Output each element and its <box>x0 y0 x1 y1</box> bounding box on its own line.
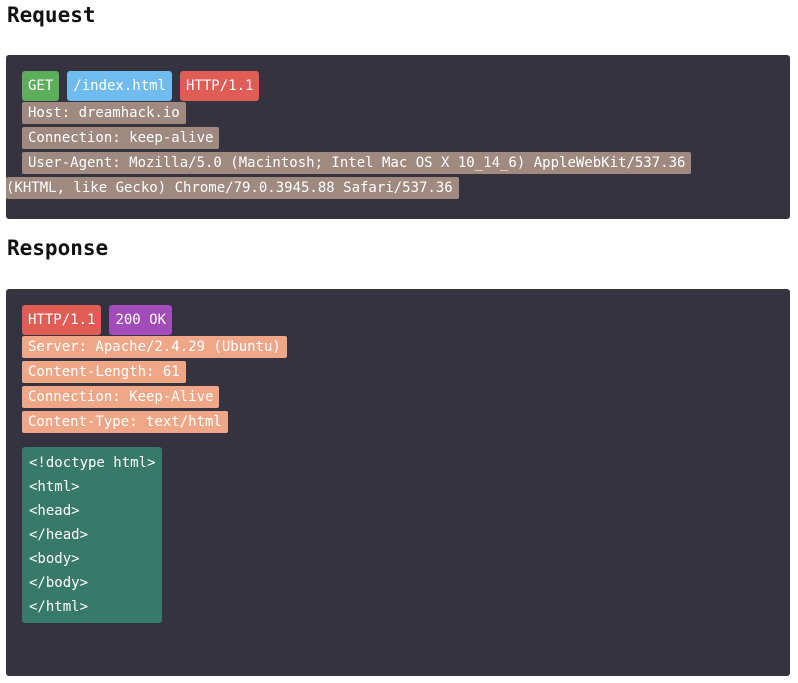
body-line: </body> <box>29 575 89 591</box>
response-header-content-length: Content-Length: 61 <box>22 361 186 383</box>
response-header-content-type: Content-Type: text/html <box>22 411 228 433</box>
body-line: </head> <box>29 527 89 543</box>
request-line: GET /index.html HTTP/1.1 <box>22 71 774 101</box>
body-line: <!doctype html> <box>29 455 156 471</box>
request-version-badge: HTTP/1.1 <box>180 71 260 101</box>
request-panel: GET /index.html HTTP/1.1 Host: dreamhack… <box>6 55 790 219</box>
response-title: Response <box>7 236 109 260</box>
request-method-badge: GET <box>22 71 60 101</box>
request-title: Request <box>7 3 96 27</box>
request-header-user-agent: User-Agent: Mozilla/5.0 (Macintosh; Inte… <box>22 152 692 174</box>
response-panel: HTTP/1.1 200 OK Server: Apache/2.4.29 (U… <box>6 289 790 676</box>
response-header-connection: Connection: Keep-Alive <box>22 386 220 408</box>
response-body: <!doctype html> <html> <head> </head> <b… <box>22 447 163 623</box>
request-path-badge: /index.html <box>67 71 173 101</box>
body-line: </html> <box>29 599 89 615</box>
response-header-server: Server: Apache/2.4.29 (Ubuntu) <box>22 336 287 358</box>
response-headers: Server: Apache/2.4.29 (Ubuntu) Content-L… <box>22 335 774 435</box>
request-header-host: Host: dreamhack.io <box>22 102 186 124</box>
status-line: HTTP/1.1 200 OK <box>22 305 774 335</box>
body-line: <head> <box>29 503 80 519</box>
request-header-user-agent-cont: (KHTML, like Gecko) Chrome/79.0.3945.88 … <box>6 177 459 199</box>
response-status-badge: 200 OK <box>109 305 173 335</box>
body-line: <body> <box>29 551 80 567</box>
request-header-connection: Connection: keep-alive <box>22 127 220 149</box>
request-headers: Host: dreamhack.io Connection: keep-aliv… <box>6 101 774 201</box>
response-version-badge: HTTP/1.1 <box>22 305 102 335</box>
body-line: <html> <box>29 479 80 495</box>
